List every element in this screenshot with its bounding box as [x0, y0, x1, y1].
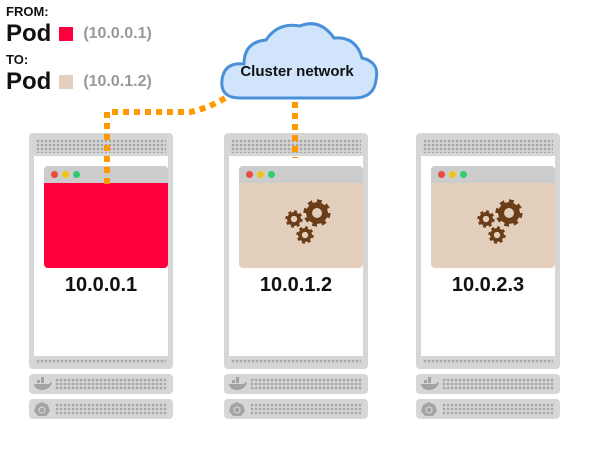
pod-content	[44, 183, 168, 268]
docker-unit	[416, 374, 560, 394]
node-screen: 10.0.1.2	[229, 156, 363, 356]
unit-grille	[55, 378, 167, 390]
minimize-dot-icon	[257, 171, 264, 178]
pod-content	[239, 183, 363, 268]
gear-icon	[285, 210, 303, 228]
window-titlebar	[431, 166, 555, 183]
docker-icon	[421, 377, 439, 390]
connector-from-pod	[104, 91, 234, 184]
cloud-label: Cluster network	[240, 63, 354, 80]
maximize-dot-icon	[460, 171, 467, 178]
server-tower: 10.0.2.3	[416, 133, 560, 369]
node-ip: 10.0.1.2	[259, 274, 333, 296]
gears-icon	[285, 199, 331, 244]
kubernetes-icon	[229, 402, 245, 416]
from-pod-legend: Pod (10.0.0.1)	[6, 20, 152, 48]
node-screen: 10.0.0.1	[34, 156, 168, 356]
cloud-icon	[220, 22, 379, 100]
pod-window	[431, 166, 555, 268]
maximize-dot-icon	[268, 171, 275, 178]
pod-content	[431, 183, 555, 268]
kubernetes-icon	[34, 402, 50, 416]
vent-grille	[423, 139, 553, 153]
to-pod-legend: Pod (10.0.1.2)	[6, 68, 152, 96]
close-dot-icon	[438, 171, 445, 178]
close-dot-icon	[246, 171, 253, 178]
pod-window	[239, 166, 363, 268]
bottom-vent	[231, 359, 361, 364]
kubernetes-unit	[224, 399, 368, 419]
kubernetes-unit	[416, 399, 560, 419]
from-pod-word: Pod	[6, 20, 52, 47]
kubernetes-unit	[29, 399, 173, 419]
node-screen: 10.0.2.3	[421, 156, 555, 356]
window-titlebar	[44, 166, 168, 183]
from-pod-swatch	[59, 27, 74, 41]
docker-unit	[29, 374, 173, 394]
to-pod-ip: (10.0.1.2)	[83, 73, 152, 90]
unit-grille	[442, 403, 554, 415]
minimize-dot-icon	[62, 171, 69, 178]
bottom-vent	[36, 359, 166, 364]
unit-grille	[250, 378, 362, 390]
docker-icon	[229, 377, 247, 390]
gear-icon	[488, 226, 506, 244]
unit-grille	[250, 403, 362, 415]
pod-window	[44, 166, 168, 268]
minimize-dot-icon	[449, 171, 456, 178]
to-pod-word: Pod	[6, 68, 52, 95]
vent-grille	[36, 139, 166, 153]
gear-icon	[303, 199, 331, 227]
gears-icon	[477, 199, 523, 244]
from-pod-ip: (10.0.0.1)	[83, 25, 152, 42]
gear-icon	[477, 210, 495, 228]
unit-grille	[55, 403, 167, 415]
maximize-dot-icon	[73, 171, 80, 178]
window-titlebar	[239, 166, 363, 183]
bottom-vent	[423, 359, 553, 364]
to-label: TO:	[6, 52, 29, 67]
gear-icon	[495, 199, 523, 227]
unit-grille	[442, 378, 554, 390]
docker-icon	[34, 377, 52, 390]
docker-unit	[224, 374, 368, 394]
node-ip: 10.0.2.3	[451, 274, 525, 296]
close-dot-icon	[51, 171, 58, 178]
gear-icon	[296, 226, 314, 244]
node-ip: 10.0.0.1	[64, 274, 138, 296]
to-pod-swatch	[59, 75, 74, 89]
kubernetes-icon	[421, 402, 437, 416]
from-label: FROM:	[6, 4, 49, 19]
server-tower: 10.0.0.1	[29, 133, 173, 369]
